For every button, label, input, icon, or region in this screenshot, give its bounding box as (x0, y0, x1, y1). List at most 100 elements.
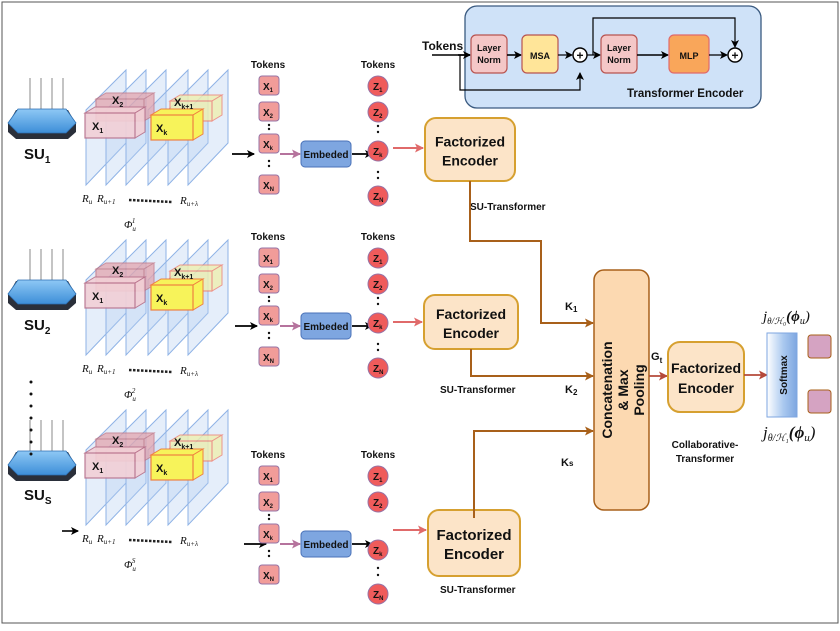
z-ellipsis-dot (376, 124, 380, 128)
z-token-3 (367, 185, 389, 207)
x-token-label: X2 (263, 280, 274, 292)
x-token-1 (258, 273, 280, 294)
z-token-2 (367, 312, 389, 334)
su-label: SUS (24, 487, 52, 507)
x-tokens-header: Tokens (251, 232, 286, 243)
concat-label-line3: Pooling (631, 364, 647, 415)
z-token-label: Zk (373, 319, 383, 331)
x-token-0 (258, 75, 280, 96)
token-ellipsis-dot (267, 159, 271, 163)
layer-norm-2-block (600, 34, 638, 74)
z-token-label: ZN (373, 192, 383, 204)
embed-box (300, 312, 352, 340)
x-token-1 (258, 491, 280, 512)
su-router-icon (7, 249, 77, 310)
layer-norm-2-label-bottom: Norm (607, 55, 631, 65)
r-label-0: Ru (81, 193, 93, 206)
token-ellipsis-dot (267, 299, 271, 303)
z-token-2 (367, 539, 389, 561)
su-transformer-caption: SU-Transformer (440, 385, 516, 396)
z-ellipsis-dot (376, 176, 380, 180)
z-token-0 (367, 75, 389, 97)
x-tokens-header: Tokens (251, 60, 286, 71)
encoder-label-line1: Factorized (435, 134, 505, 150)
patch-label-x2: X2 (112, 435, 123, 449)
z-token-label: Z1 (373, 82, 383, 94)
x-token-label: X1 (263, 472, 274, 484)
patch-label-xk: Xk (156, 293, 167, 307)
msa-block (521, 34, 559, 74)
factorized-encoder-box (424, 117, 516, 182)
x-token-label: X1 (263, 82, 274, 94)
x-token-1 (258, 101, 280, 122)
r-label-1: Ru+1 (96, 193, 115, 206)
mlp-block (668, 34, 710, 74)
z-ellipsis-dot (376, 296, 380, 300)
z-token-label: ZN (373, 364, 383, 376)
collab-encoder-box (667, 341, 745, 413)
patch-x1 (83, 106, 147, 139)
r-ellipsis (128, 538, 173, 544)
patch-label-x1: X1 (92, 121, 103, 135)
x-token-label: XN (263, 181, 274, 193)
x-token-label: Xk (263, 312, 274, 324)
token-ellipsis-dot (267, 164, 271, 168)
x-token-label: X2 (263, 498, 274, 510)
ks-label: Ks (561, 457, 574, 469)
token-ellipsis-dot (267, 331, 271, 335)
token-ellipsis-dot (267, 549, 271, 553)
patch-label-x2: X2 (112, 95, 123, 109)
embed-label: Embeded (303, 540, 348, 551)
z-ellipsis-dot (376, 348, 380, 352)
collab-caption-line2: Transformer (676, 454, 734, 465)
embed-label: Embeded (303, 150, 348, 161)
phi-label: ΦuS (124, 557, 136, 573)
x-tokens-header: Tokens (251, 450, 286, 461)
token-ellipsis-dot (267, 127, 271, 131)
token-ellipsis-dot (267, 336, 271, 340)
su-ellipsis-dots (29, 380, 33, 456)
r-ellipsis (128, 368, 173, 374)
z-token-label: Zk (373, 546, 383, 558)
x-token-3 (258, 564, 280, 585)
add-node-2-symbol: + (731, 49, 738, 63)
z-ellipsis-dot (376, 130, 380, 134)
z-ellipsis-dot (376, 302, 380, 306)
patch-label-xk: Xk (156, 463, 167, 477)
z-ellipsis-dot (376, 566, 380, 570)
patch-x1 (83, 446, 147, 479)
encoder-label-line2: Encoder (444, 546, 504, 563)
x-token-label: XN (263, 571, 274, 583)
r-label-0: Ru (81, 533, 93, 546)
x-token-2 (258, 133, 280, 154)
x-token-2 (258, 305, 280, 326)
r-label-2: Ru+λ (179, 365, 198, 378)
r-ellipsis (128, 198, 173, 204)
softmax-label: Softmax (779, 355, 790, 395)
z-token-3 (367, 357, 389, 379)
z-token-label: ZN (373, 590, 383, 602)
patch-label-x1: X1 (92, 291, 103, 305)
z-token-label: Z1 (373, 472, 383, 484)
x-token-label: XN (263, 353, 274, 365)
embed-box (300, 140, 352, 168)
collab-encoder-label-line1: Factorized (671, 360, 741, 376)
layer-norm-2-label-top: Layer (607, 43, 632, 53)
encoder-label-line2: Encoder (442, 153, 499, 169)
transformer-encoder-title: Transformer Encoder (627, 88, 744, 100)
z-token-0 (367, 465, 389, 487)
patch-xk (149, 278, 205, 311)
token-ellipsis-dot (267, 513, 271, 517)
link-k1 (469, 181, 594, 328)
k1-label: K1 (565, 301, 578, 314)
z-token-1 (367, 491, 389, 513)
concat-label-line1: Concatenation (599, 341, 615, 438)
skip-connection-1 (459, 55, 584, 91)
z-ellipsis-dot (376, 342, 380, 346)
output-h1-label: jθ/ℋ₁(ϕu) (761, 423, 816, 444)
msa-label: MSA (530, 51, 551, 61)
embed-box (300, 530, 352, 558)
